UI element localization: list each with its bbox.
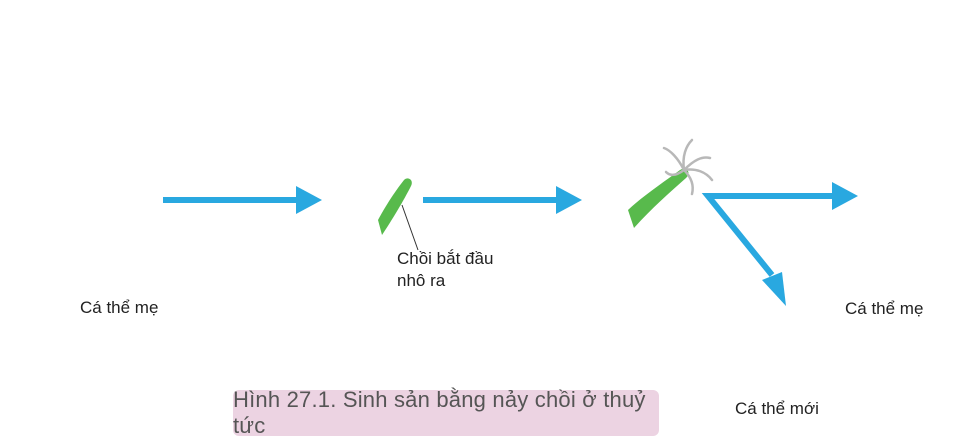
figure-caption: Hình 27.1. Sinh sản bằng nảy chồi ở thuỷ… xyxy=(233,387,659,439)
arrow-stage3-to-mother xyxy=(708,196,836,275)
arrowhead-1 xyxy=(296,186,322,214)
label-bud-start-line1: Chồi bắt đầu xyxy=(397,248,493,270)
bud-pointer-line xyxy=(402,205,418,250)
label-mother-1: Cá thể mẹ xyxy=(80,297,158,319)
small-bud xyxy=(378,178,412,235)
label-bud-start-line2: nhô ra xyxy=(397,270,445,292)
hydra-budding-stage-3 xyxy=(628,140,712,228)
arrowhead-3 xyxy=(832,182,858,210)
label-new-individual: Cá thể mới xyxy=(735,398,819,420)
label-mother-2: Cá thể mẹ xyxy=(845,298,923,320)
arrowhead-2 xyxy=(556,186,582,214)
developed-bud xyxy=(628,169,688,228)
arrowhead-4 xyxy=(762,272,786,306)
hydra-budding-stage-2 xyxy=(378,178,412,235)
caption-box: Hình 27.1. Sinh sản bằng nảy chồi ở thuỷ… xyxy=(233,390,659,436)
